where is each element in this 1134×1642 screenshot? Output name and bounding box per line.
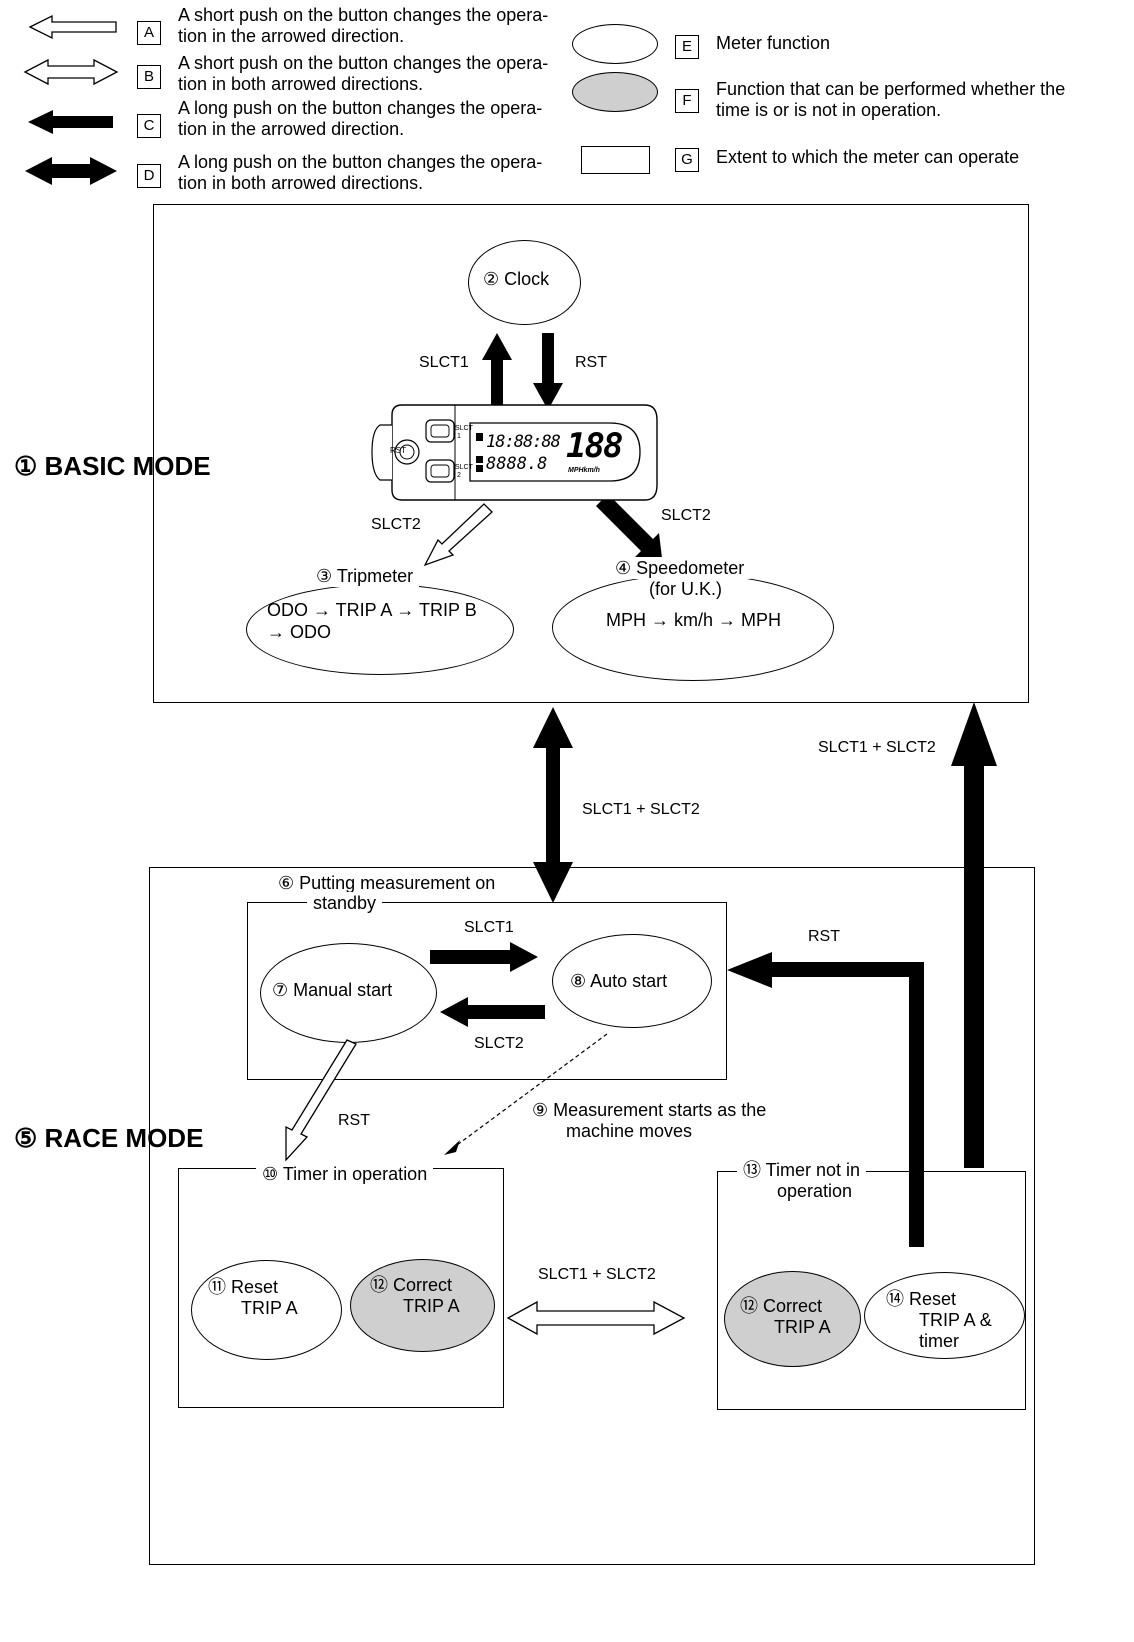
slct1-label: SLCT1 [419,354,469,371]
legend-rect [581,146,650,174]
meter-units: MPHkm/h [568,467,600,474]
timer-off-line2: operation [771,1180,859,1202]
meter-slct2-num: 2 [457,472,461,479]
standby-line1: ⑥ Putting measurement on [272,872,502,894]
legend-arrow-c [28,110,113,134]
legend-arrow-a [28,14,117,40]
reset-trip-timer-line3: timer [919,1331,959,1351]
rst-label: RST [575,354,607,371]
clock-oval [468,240,581,325]
speedometer-title: ④ Speedometer [609,557,751,579]
legend-key-a: A [137,21,161,45]
meter-slct2-label: SLCT [455,464,473,471]
slct12-right-label: SLCT1 + SLCT2 [818,739,936,756]
rst-hollow-arrow [285,1039,357,1162]
auto-note-line1: ⑨ Measurement starts as the [532,1100,767,1120]
speedometer-units: MPH → km/h → MPH [606,610,782,630]
race-rst-top-label: RST [808,928,840,945]
race-slct12-label: SLCT1 + SLCT2 [538,1266,656,1283]
legend-key-e: E [675,35,699,59]
auto-note-line2: machine moves [566,1121,693,1141]
auto-start-oval [552,934,712,1028]
reset-trip-timer-oval [864,1272,1025,1359]
slct2-hollow-arrow [423,503,493,567]
reset-trip-a-line1: ⑪ Reset [208,1277,279,1297]
reset-trip-a-oval [191,1260,342,1360]
meter-unit [371,404,658,501]
legend-b-line1: A short push on the button changes the o… [178,53,549,73]
legend-arrow-d [25,157,117,185]
tripmeter-line2: → ODO [267,622,332,642]
timer-off-line1: ⑬ Timer not in [737,1159,867,1181]
tripmeter-line1: ODO → TRIP A → TRIP B [267,600,477,620]
legend-d-line1: A long push on the button changes the op… [178,152,543,172]
meter-clock-digits: 18:88:88 [486,432,561,452]
legend-c-line1: A long push on the button changes the op… [178,98,543,118]
correct-trip-a-2-line2: TRIP A [774,1317,831,1337]
reset-trip-a-line2: TRIP A [241,1298,298,1318]
legend-c-line2: tion in the arrowed direction. [178,119,405,139]
correct-trip-a-line2: TRIP A [403,1296,460,1316]
legend-f-line1: Function that can be performed whether t… [716,79,1066,99]
meter-slct1-num: 1 [457,433,461,440]
correct-trip-a-2-line1: ⑫ Correct [740,1296,823,1316]
meter-rst-label: RST [390,446,406,455]
meter-speed-digits: 188 [566,426,623,466]
legend-b-line2: tion in both arrowed directions. [178,74,424,94]
meter-slct1-label: SLCT [455,425,473,432]
slct2-solid-arrow [596,494,662,558]
legend-oval-gray [572,72,658,112]
correct-trip-a-line1: ⑫ Correct [370,1275,453,1295]
meter-trip-digits: 8888.8 [486,454,548,474]
legend-key-c: C [137,114,161,138]
slct1-right-arrow [430,942,538,972]
slct1-up-arrow [482,333,512,408]
legend-e-text: Meter function [716,33,831,53]
legend-key-b: B [137,65,161,89]
correct-trip-a-oval [350,1259,495,1352]
legend-key-f: F [675,89,699,113]
slct2-left-label: SLCT2 [371,516,421,533]
manual-start-oval [260,943,437,1043]
legend-a-line1: A short push on the button changes the o… [178,5,549,25]
reset-trip-timer-line1: ⑭ Reset [886,1289,957,1309]
speedometer-subtitle: (for U.K.) [643,578,729,600]
slct12-center-label: SLCT1 + SLCT2 [582,801,700,818]
correct-trip-a-oval-2 [724,1271,861,1367]
auto-start-label: ⑧ Auto start [570,971,668,991]
auto-start-dotted-arrowhead [444,1140,460,1155]
legend-oval-white [572,24,658,64]
race-rst-left-label: RST [338,1112,370,1129]
slct12-hollow-double-arrow [506,1300,686,1336]
manual-start-label: ⑦ Manual start [272,980,393,1000]
race-slct2-label: SLCT2 [474,1035,524,1052]
up-arrow-to-basic [951,702,997,1168]
timer-on-title: ⑩ Timer in operation [256,1163,434,1185]
slct2-left-arrow [440,997,545,1027]
legend-a-line2: tion in the arrowed direction. [178,26,405,46]
tripmeter-title: ③ Tripmeter [310,565,420,587]
legend-key-g: G [675,148,699,172]
rst-down-arrow [533,333,563,410]
legend-d-line2: tion in both arrowed directions. [178,173,424,193]
legend-key-d: D [137,164,161,188]
slct2-right-label: SLCT2 [661,507,711,524]
clock-label: ② Clock [483,269,550,289]
legend-g-text: Extent to which the meter can operate [716,147,1020,167]
race-mode-title: ⑤ RACE MODE [14,1123,204,1153]
reset-trip-timer-line2: TRIP A & [919,1310,992,1330]
tripmeter-oval [246,584,514,675]
legend-arrow-b [23,58,119,86]
race-slct1-label: SLCT1 [464,919,514,936]
basic-mode-title: ① BASIC MODE [14,451,211,481]
legend-f-line2: time is or is not in operation. [716,100,942,120]
standby-line2: standby [307,892,383,914]
auto-start-dotted-line [452,1033,608,1149]
double-arrow-basic-race [533,707,573,903]
